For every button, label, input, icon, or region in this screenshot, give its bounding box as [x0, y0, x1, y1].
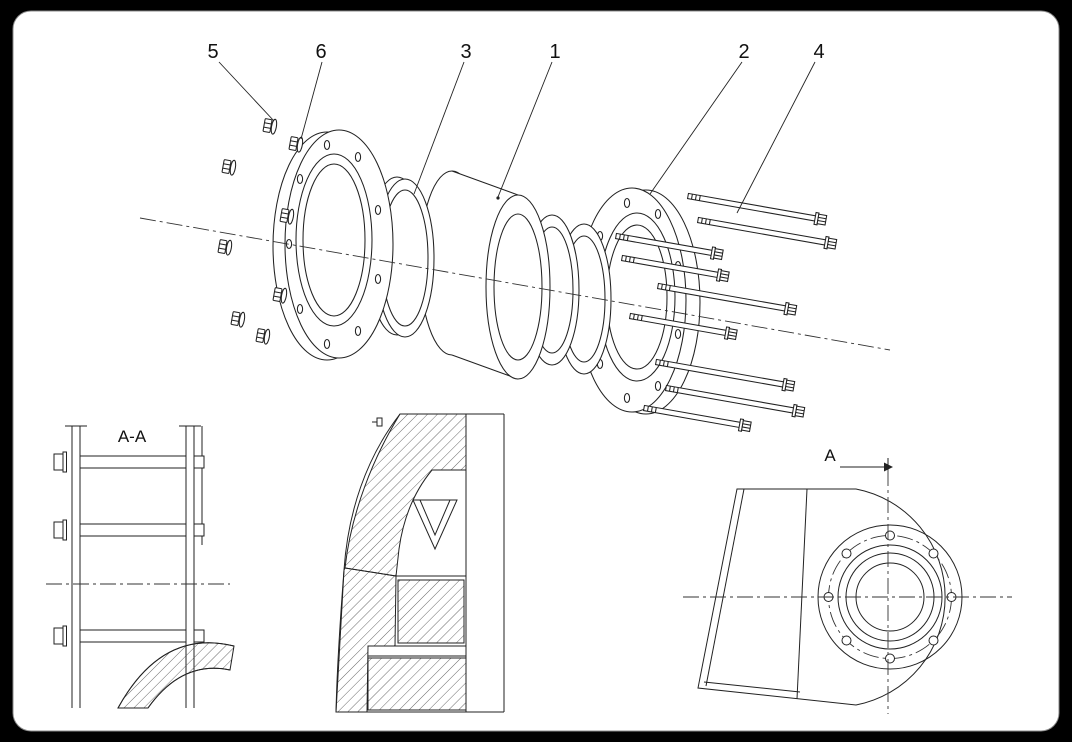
cut-plane-label: A: [824, 446, 836, 465]
drawing-sheet: [12, 10, 1060, 732]
detail-section-view: [335, 413, 505, 713]
section-view-aa: A-A: [46, 425, 235, 709]
exploded-view: 5 6 3 1 2 4: [139, 41, 891, 434]
part-label-2: 2: [738, 41, 749, 63]
part-label-3: 3: [460, 41, 471, 63]
part-label-1: 1: [549, 41, 560, 63]
part-label-5: 5: [207, 41, 218, 63]
left-flange-bolt-holes: [285, 139, 382, 350]
cut-plane-arrow-icon: [884, 462, 893, 472]
leader-dot: [496, 196, 500, 200]
detail-hatch-bottom: [367, 657, 467, 711]
part-leaders: [218, 61, 816, 214]
part-label-6: 6: [315, 41, 326, 63]
detail-marker-icon: [376, 417, 383, 427]
detail-hatch-mid: [397, 579, 465, 644]
flange-bolt-holes: [823, 530, 957, 664]
side-view: A: [683, 446, 1012, 714]
section-bolt-row-2: [53, 519, 205, 541]
section-view-label: A-A: [118, 427, 147, 446]
section-bolt-row-1: [53, 451, 205, 473]
left-flange: [272, 129, 394, 361]
housing-outline: [697, 488, 946, 706]
seal-notch: [412, 499, 458, 551]
axis-centerline: [139, 217, 891, 351]
section-bolt-row-3: [53, 625, 205, 647]
part-label-4: 4: [813, 41, 824, 63]
hub-cylinder: [419, 170, 551, 380]
